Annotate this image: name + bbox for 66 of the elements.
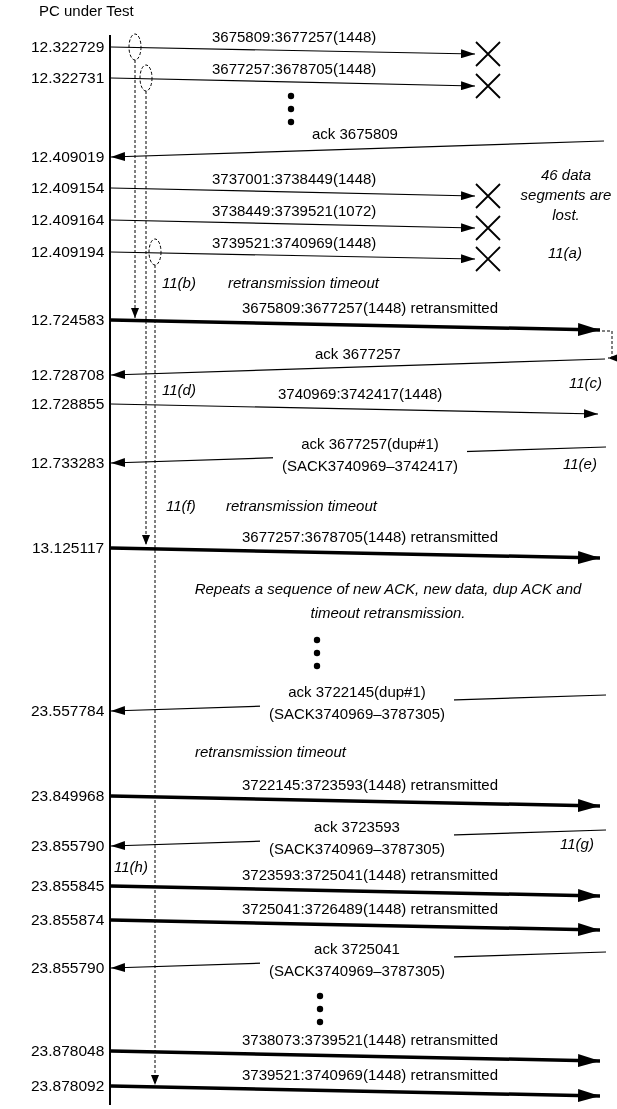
annotation: 11(c) xyxy=(569,374,603,392)
edge-label: 3738073:3739521(1448) retransmitted xyxy=(240,1031,501,1049)
lifeline-heading: PC under Test xyxy=(39,2,134,20)
edge-label: 3739521:3740969(1448) retransmitted xyxy=(240,1066,501,1084)
timestamp: 23.878092 xyxy=(31,1077,105,1095)
annotation: retransmission timeout xyxy=(226,497,377,515)
cross-mark xyxy=(475,215,501,241)
edge-label: 3737001:3738449(1448) xyxy=(210,170,379,188)
arrow xyxy=(110,46,476,59)
edge-label: 3675809:3677257(1448) retransmitted xyxy=(240,299,501,317)
arrow xyxy=(110,251,476,264)
timestamp: 12.322729 xyxy=(31,38,105,56)
edge-label: 3725041:3726489(1448) retransmitted xyxy=(240,900,501,918)
arrow xyxy=(110,358,606,380)
edge-label: 3740969:3742417(1448) xyxy=(276,385,445,403)
timestamp: 12.409154 xyxy=(31,179,105,197)
timestamp: 23.878048 xyxy=(31,1042,105,1060)
edge-label: 3739521:3740969(1448) xyxy=(210,234,379,252)
edge-label: 3723593:3725041(1448) retransmitted xyxy=(240,866,501,884)
arrow xyxy=(110,219,476,233)
timestamp: 23.855874 xyxy=(31,911,105,929)
cross-mark xyxy=(475,41,501,67)
annotation: 11(h) xyxy=(114,858,148,876)
timestamp: 12.733283 xyxy=(31,454,105,472)
edge-label: 3677257:3678705(1448) retransmitted xyxy=(240,528,501,546)
timestamp: 12.728855 xyxy=(31,395,105,413)
timestamp: 13.125117 xyxy=(32,539,105,557)
annotation: retransmission timeout xyxy=(195,743,346,761)
annotation: 11(a) xyxy=(548,244,582,262)
annotation: 11(e) xyxy=(563,455,597,473)
timestamp: 23.557784 xyxy=(31,702,105,720)
arrow xyxy=(110,318,601,337)
annotation: 46 data segments are lost. xyxy=(519,165,613,225)
arrow xyxy=(110,794,601,813)
timestamp: 12.724583 xyxy=(31,311,105,329)
timestamp: 23.849968 xyxy=(31,787,105,805)
cross-mark xyxy=(475,246,501,272)
annotation: 11(d) xyxy=(162,381,196,399)
timestamp: 12.322731 xyxy=(31,69,105,87)
cross-mark xyxy=(475,73,501,99)
edge-label: 3738449:3739521(1072) xyxy=(210,202,379,220)
annotation: Repeats a sequence of new ACK, new data, dup ACK and timeout retransmission. xyxy=(193,579,583,623)
edge-label: 3675809:3677257(1448) xyxy=(210,28,379,46)
arrow xyxy=(110,884,601,903)
arrow xyxy=(110,1084,601,1103)
arrow xyxy=(110,77,476,91)
timestamp: 12.409019 xyxy=(31,148,105,166)
arrow xyxy=(110,1049,601,1068)
arrow xyxy=(110,140,605,162)
annotation: 11(b) xyxy=(162,274,196,292)
timestamp: 12.409194 xyxy=(31,243,105,261)
arrow xyxy=(110,403,599,419)
edge-label: 3677257:3678705(1448) xyxy=(210,60,379,78)
cross-mark xyxy=(475,183,501,209)
timestamp: 23.855790 xyxy=(31,837,105,855)
timestamp: 12.728708 xyxy=(31,366,105,384)
timestamp: 23.855845 xyxy=(31,877,105,895)
arrow xyxy=(110,187,476,201)
timestamp: 23.855790 xyxy=(31,959,105,977)
edge-label: 3722145:3723593(1448) retransmitted xyxy=(240,776,501,794)
timestamp: 12.409164 xyxy=(31,211,105,229)
arrow xyxy=(110,918,601,937)
arrow xyxy=(110,546,601,565)
annotation: 11(g) xyxy=(560,835,594,853)
annotation: retransmission timeout xyxy=(228,274,379,292)
annotation: 11(f) xyxy=(166,497,196,515)
